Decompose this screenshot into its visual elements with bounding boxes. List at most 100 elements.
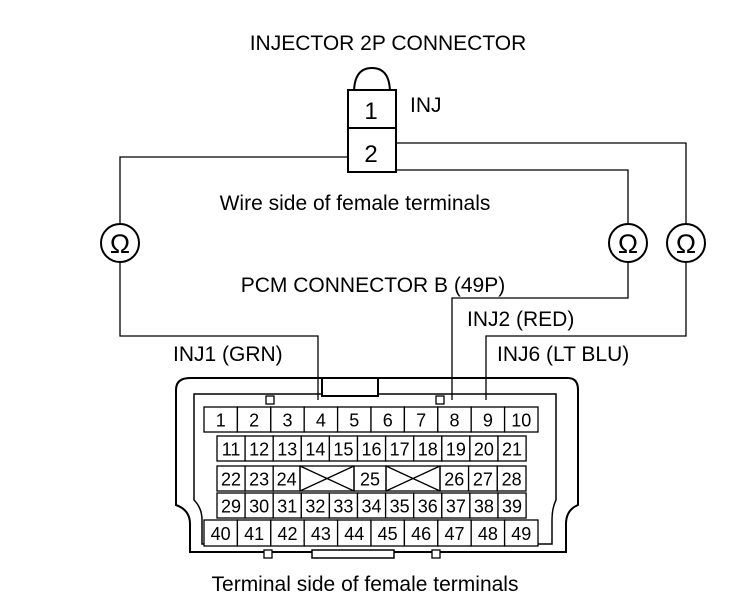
wires [119, 142, 687, 400]
terminal-number: 37 [446, 497, 466, 517]
terminal-cavity-9: 9 [470, 406, 506, 433]
terminal-cavity-32: 32 [300, 492, 331, 519]
pcm-connector-title: PCM CONNECTOR B (49P) [241, 274, 505, 297]
terminal-number: 48 [478, 524, 498, 544]
terminal-cavity-18: 18 [413, 435, 443, 462]
terminal-number: 28 [502, 470, 522, 490]
wire-side-label: Wire side of female terminals [220, 192, 491, 215]
terminal-number: 5 [349, 411, 359, 431]
terminal-number: 14 [305, 440, 325, 460]
terminal-cavity-31: 31 [272, 492, 302, 519]
terminal-number: 16 [362, 440, 382, 460]
housing-bottom-tab [311, 549, 395, 559]
blank-left-diag-b [299, 465, 355, 492]
terminal-number: 49 [511, 524, 531, 544]
terminal-number: 36 [418, 497, 438, 517]
terminal-number: 7 [416, 411, 426, 431]
terminal-cavity-19: 19 [441, 435, 471, 462]
terminal-number: 30 [249, 497, 269, 517]
terminal-number: 2 [249, 411, 259, 431]
terminal-number: 13 [277, 440, 297, 460]
inj6-label: INJ6 (LT BLU) [497, 343, 629, 366]
terminal-cavity-33: 33 [328, 492, 359, 519]
terminal-cavity-22: 22 [216, 465, 246, 492]
terminal-cavity-47: 47 [437, 519, 472, 547]
terminal-cavity-39: 39 [497, 492, 527, 519]
ohm-symbol-inj1: Ω [110, 229, 130, 259]
terminal-cavity-49: 49 [503, 519, 539, 547]
terminal-cavity-box [244, 492, 274, 519]
terminal-cavity-2: 2 [236, 406, 272, 433]
ohmmeter-inj6: Ω [666, 223, 706, 263]
terminal-number: 47 [444, 524, 464, 544]
wire-inj6 [396, 142, 687, 224]
terminal-number: 22 [221, 470, 241, 490]
terminal-number: 21 [502, 440, 522, 460]
terminal-cavity-5: 5 [336, 406, 372, 433]
terminal-cavity-37: 37 [441, 492, 471, 519]
injector-connector-title: INJECTOR 2P CONNECTOR [250, 32, 527, 55]
connector-latch [353, 66, 391, 94]
terminal-cavity-box [272, 465, 301, 492]
terminal-cavity-28: 28 [496, 465, 527, 492]
terminal-number: 4 [316, 411, 326, 431]
terminal-cavity-23: 23 [244, 465, 274, 492]
terminal-cavity-8: 8 [437, 406, 472, 433]
terminal-cavity-box [497, 492, 527, 519]
pin-2-number: 2 [364, 141, 377, 168]
terminal-cavity-6: 6 [370, 406, 406, 433]
terminal-cavity-box [469, 435, 499, 462]
terminal-number: 40 [211, 524, 231, 544]
terminal-cavity-box [328, 435, 359, 462]
terminal-number: 29 [221, 497, 241, 517]
terminal-side-label: Terminal side of female terminals [212, 573, 519, 596]
terminal-cavity-42: 42 [270, 519, 305, 547]
terminal-number: 23 [249, 470, 269, 490]
terminal-cavity-box [236, 519, 272, 547]
terminal-number: 11 [222, 440, 241, 460]
housing-key-left [265, 395, 275, 405]
ohmmeter-inj2: Ω [608, 223, 648, 263]
terminal-cavity-1: 1 [203, 406, 239, 433]
terminal-cavity-box [497, 435, 527, 462]
housing-outer [175, 377, 579, 553]
terminal-number: 24 [277, 470, 297, 490]
terminal-cavity-box [336, 406, 372, 433]
terminal-number: 18 [418, 440, 438, 460]
terminal-number: 38 [474, 497, 494, 517]
terminal-number: 9 [483, 411, 493, 431]
blank-position-left [299, 465, 355, 492]
terminal-cavity-box [216, 465, 246, 492]
housing-foot-left [263, 549, 273, 559]
housing-foot-right [431, 549, 441, 559]
terminal-number: 8 [449, 411, 459, 431]
terminal-number: 42 [277, 524, 297, 544]
terminal-cavity-43: 43 [303, 519, 339, 547]
terminal-cavity-24: 24 [272, 465, 301, 492]
terminal-cavity-12: 12 [244, 435, 274, 462]
ohmmeter-inj2-circle [608, 223, 648, 263]
terminal-number: 41 [244, 524, 264, 544]
terminal-number: 45 [378, 524, 398, 544]
ohm-symbol-inj2: Ω [618, 229, 638, 259]
terminal-number: 12 [249, 440, 269, 460]
terminal-cavity-40: 40 [203, 519, 239, 547]
terminal-cavity-4: 4 [303, 406, 339, 433]
terminal-cavity-30: 30 [244, 492, 274, 519]
terminal-cavity-box [403, 519, 439, 547]
terminal-cavity-10: 10 [503, 406, 539, 433]
terminal-number: 33 [333, 497, 353, 517]
wire-inj1-lower [119, 262, 319, 400]
terminal-cavity-box [503, 519, 539, 547]
terminal-cavity-box [503, 406, 539, 433]
terminal-number: 15 [333, 440, 353, 460]
ohmmeter-inj1-circle [100, 223, 140, 263]
blank-right-diag-b [385, 465, 441, 492]
ohmmeter-inj6-circle [666, 223, 706, 263]
terminal-number: 10 [511, 411, 531, 431]
terminal-cavity-box [403, 406, 439, 433]
terminal-cavity-27: 27 [467, 465, 498, 492]
pin-2-cavity [347, 127, 397, 173]
terminal-cavity-25: 25 [353, 465, 387, 492]
